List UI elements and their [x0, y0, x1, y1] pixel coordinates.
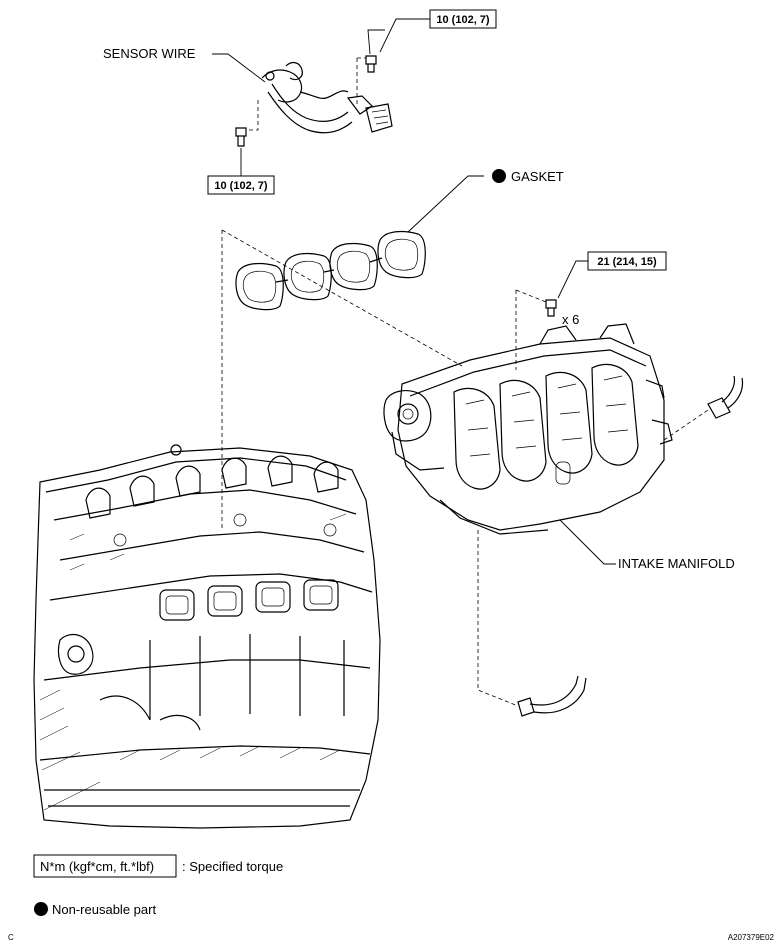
filled-circle-icon: [492, 169, 506, 183]
sensor-wire-part: [261, 61, 393, 134]
torque-legend-box-text: N*m (kgf*cm, ft.*lbf): [40, 859, 154, 874]
torque-box-top-left: 10 (102, 7): [207, 175, 275, 195]
bolt-top-left: [235, 127, 247, 147]
sensor-wire-label: SENSOR WIRE: [103, 46, 196, 61]
gasket-part: [235, 230, 426, 311]
torque-label-top-right: 10 (102, 7): [436, 14, 490, 26]
torque-legend: N*m (kgf*cm, ft.*lbf) : Specified torque: [33, 854, 283, 878]
figure-id: A207379E02: [728, 933, 775, 942]
engine-block: [33, 444, 381, 829]
torque-legend-desc: : Specified torque: [182, 859, 283, 874]
intake-manifold-part: [383, 323, 673, 535]
nonreusable-legend-text: Non-reusable part: [52, 902, 156, 917]
torque-label-manifold: 21 (214, 15): [597, 256, 657, 268]
hose-bottom: [517, 675, 587, 717]
torque-label-top-left: 10 (102, 7): [214, 180, 268, 192]
intake-manifold-label: INTAKE MANIFOLD: [618, 556, 735, 571]
torque-box-manifold: 21 (214, 15): [587, 251, 667, 271]
quantity-label: x 6: [562, 312, 579, 327]
nonreusable-legend: Non-reusable part: [34, 902, 156, 917]
corner-letter: C: [8, 933, 14, 942]
gasket-label: GASKET: [511, 169, 564, 184]
hose-right: [707, 375, 744, 419]
filled-circle-icon: [34, 902, 48, 916]
torque-box-top-right: 10 (102, 7): [429, 9, 497, 29]
bolt-top-right: [365, 55, 377, 73]
manifold-bolt: [545, 299, 557, 317]
